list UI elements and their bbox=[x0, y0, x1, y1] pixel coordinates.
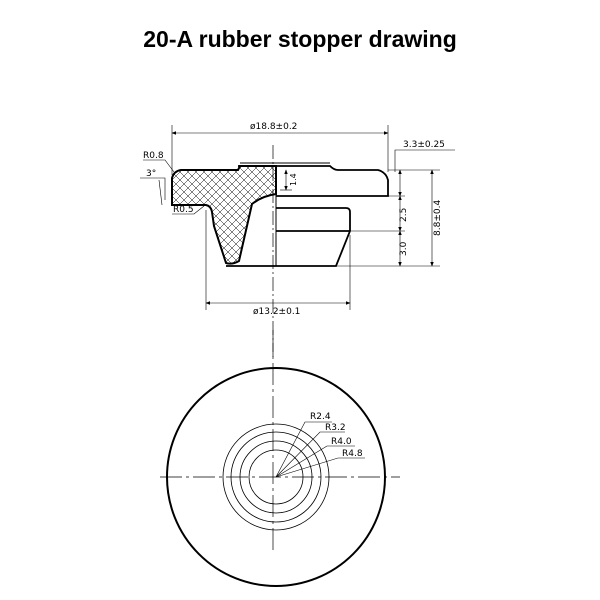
dim-edge-radius: R0.8 bbox=[143, 151, 164, 161]
top-view: R2.4 R3.2 R4.0 R4.8 bbox=[160, 330, 400, 587]
radius-label-r3-2: R3.2 bbox=[325, 423, 346, 433]
outer-circle bbox=[166, 367, 386, 587]
dim-lower-plug-height: 3.0 bbox=[399, 241, 409, 256]
dim-outer-diameter: ø18.8±0.2 bbox=[250, 122, 297, 132]
dim-fillet-radius: R0.5 bbox=[173, 205, 194, 215]
circle-r4-8 bbox=[222, 423, 330, 531]
dim-upper-plug-height: 2.5 bbox=[399, 208, 409, 222]
dim-flange-thickness: 3.3±0.25 bbox=[403, 140, 445, 150]
section-view: ø18.8±0.2 ø13.2±0.1 3.3±0.25 2.5 3.0 8.8… bbox=[140, 122, 455, 360]
radius-label-r2-4: R2.4 bbox=[310, 412, 331, 422]
dim-total-height: 8.8±0.4 bbox=[433, 200, 443, 236]
circle-r2-4 bbox=[248, 449, 304, 505]
radius-label-r4-0: R4.0 bbox=[331, 437, 352, 447]
radius-label-r4-8: R4.8 bbox=[342, 449, 363, 459]
hatched-section bbox=[171, 165, 277, 265]
circle-r4-0 bbox=[230, 431, 322, 523]
flange-outline-right bbox=[238, 165, 389, 197]
dim-recess-depth: 1.4 bbox=[289, 173, 298, 186]
plug-outline-right bbox=[226, 207, 351, 267]
dim-draft-angle: 3° bbox=[146, 169, 156, 179]
drawing-title: 20-A rubber stopper drawing bbox=[143, 26, 457, 52]
circle-r3-2 bbox=[239, 440, 313, 514]
dim-plug-diameter: ø13.2±0.1 bbox=[253, 307, 300, 317]
